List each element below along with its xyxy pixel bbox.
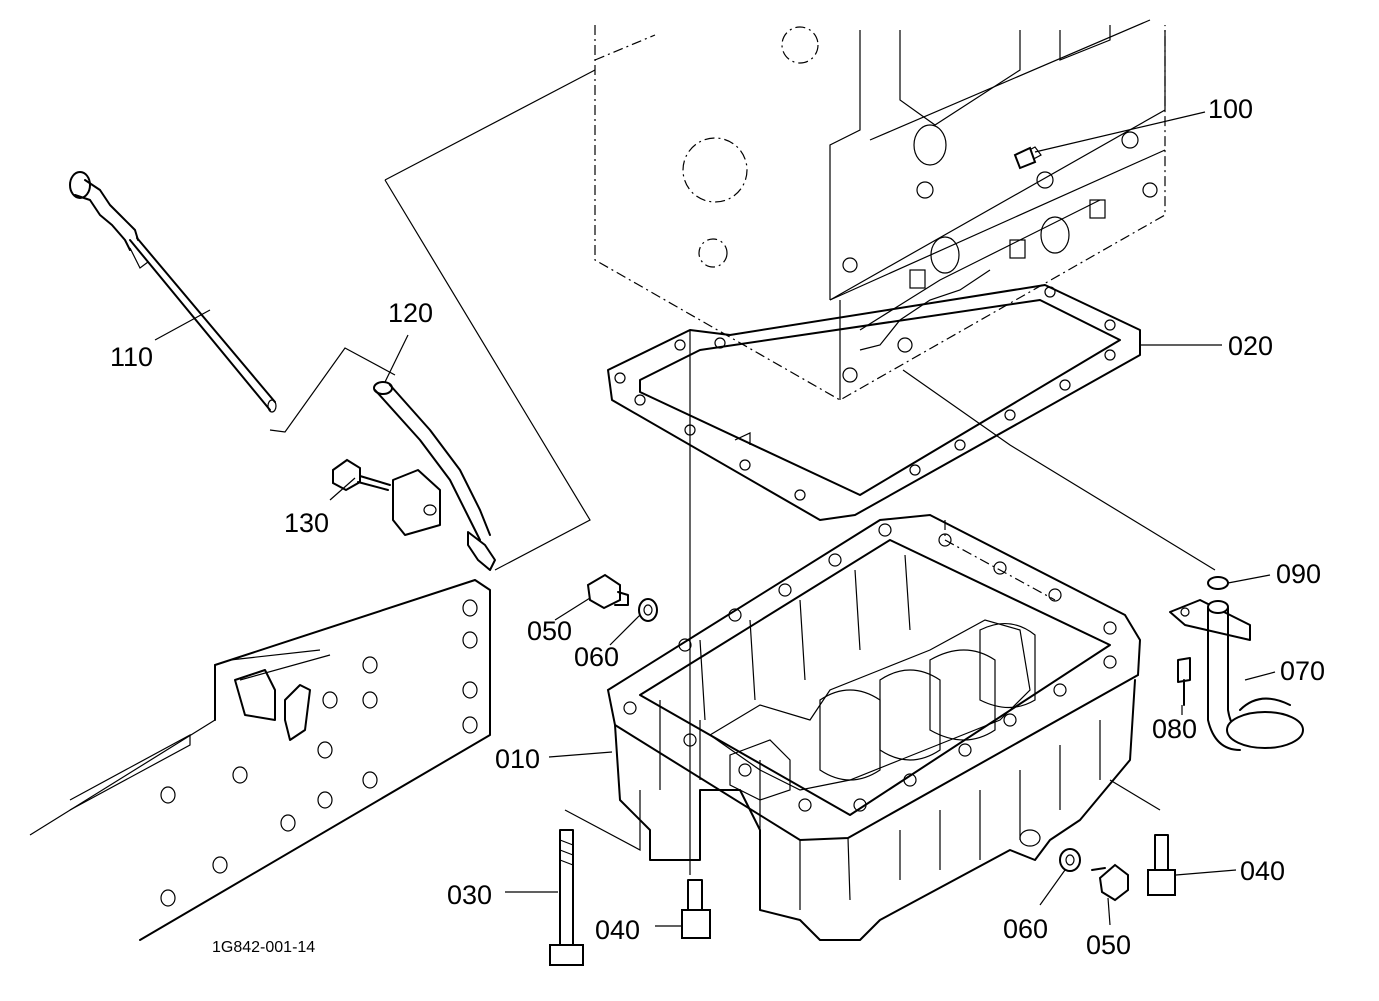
- bolt-040-right: [1147, 834, 1176, 896]
- callout-120: 120: [388, 298, 433, 328]
- callout-060-left: 060: [574, 642, 619, 672]
- callout-070: 070: [1280, 656, 1325, 686]
- frame-holes: [160, 599, 478, 907]
- bolt-040-left: [681, 879, 711, 939]
- dipstick-guide: [373, 381, 496, 571]
- callout-060-right: 060: [1003, 914, 1048, 944]
- leader-phantom-lines: [269, 69, 1216, 875]
- gasket-bolt-holes: [614, 286, 1116, 501]
- dipstick: [69, 171, 277, 413]
- callout-050-left: 050: [527, 616, 572, 646]
- callout-020: 020: [1228, 331, 1273, 361]
- callout-130: 130: [284, 508, 329, 538]
- drain-plug-right: [1059, 848, 1129, 902]
- frame-rail: [29, 579, 491, 941]
- callout-110: 110: [110, 342, 153, 372]
- bolt-030: [549, 829, 584, 966]
- callout-leaders: [154, 111, 1276, 927]
- plug-100: [1013, 146, 1037, 170]
- callout-040-right: 040: [1240, 856, 1285, 886]
- bolt-130: [332, 458, 391, 492]
- oil-pan-gasket: [607, 284, 1141, 521]
- callout-100: 100: [1208, 94, 1253, 124]
- callout-030: 030: [447, 880, 492, 910]
- callout-040-left: 040: [595, 915, 640, 945]
- callout-080: 080: [1152, 714, 1197, 744]
- oil-pan: [606, 513, 1142, 941]
- drain-plug-left: [586, 573, 658, 622]
- callout-050-right: 050: [1086, 930, 1131, 960]
- figure-code: 1G842-001-14: [212, 939, 315, 956]
- callout-010: 010: [495, 744, 540, 774]
- callout-090: 090: [1276, 559, 1321, 589]
- engine-block: [594, 19, 1166, 401]
- callout-labels: 100 110 120 130 020 090 070 080 050 060 …: [110, 94, 1325, 960]
- oil-strainer: [1169, 576, 1304, 751]
